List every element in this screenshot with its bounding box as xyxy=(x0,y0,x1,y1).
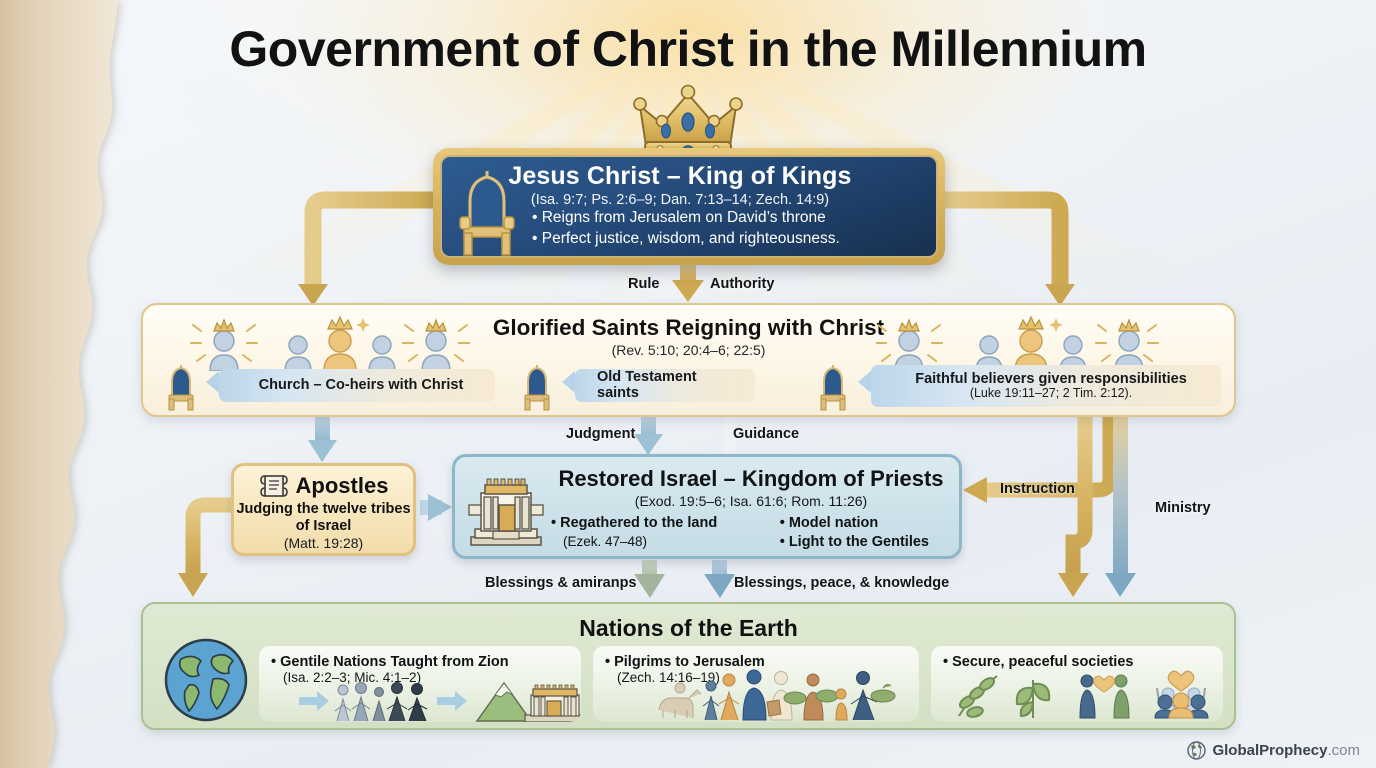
restored-israel-card[interactable]: Restored Israel – Kingdom of Priests (Ex… xyxy=(452,454,962,559)
throne-icon-faithful xyxy=(820,365,846,411)
apostles-subtitle: Judging the twelve tribes of Israel xyxy=(236,501,411,534)
pill-pointer-church xyxy=(206,371,219,393)
israel-bullet-1: • Regathered to the land (Ezek. 47–48) xyxy=(551,514,762,550)
throne-icon xyxy=(459,171,515,256)
nations-card-1-ref: (Isa. 2:2–3; Mic. 4:1–2) xyxy=(283,670,422,685)
israel-refs: (Exod. 19:5–6; Isa. 61:6; Rom. 11:26) xyxy=(634,493,868,509)
parchment-edge-decoration xyxy=(0,0,118,768)
arrow-label-judgment: Judgment xyxy=(566,426,636,442)
pilgrims-to-zion-icons xyxy=(299,681,581,722)
globe-icon xyxy=(164,638,248,722)
throne-icon-church xyxy=(168,365,194,411)
nations-card-2[interactable]: • Pilgrims to Jerusalem (Zech. 14:16–19) xyxy=(593,646,919,722)
israel-bullet-2: • Model nation xyxy=(779,515,879,531)
peace-society-icons xyxy=(958,670,1209,719)
nations-card-1[interactable]: • Gentile Nations Taught from Zion (Isa.… xyxy=(259,646,581,722)
apostles-ref: (Matt. 19:28) xyxy=(283,535,364,552)
pilgrim-caravan-icons xyxy=(658,669,896,721)
nations-of-the-earth-panel[interactable]: Nations of the Earth • Gentile Nations T… xyxy=(141,602,1236,730)
pill-church-label: Church – Co-heirs with Christ xyxy=(258,376,464,393)
saints-refs: (Rev. 5:10; 20:4–6; 22:5) xyxy=(611,342,766,358)
arrow-label-blessings-left: Blessings & amiranps xyxy=(485,575,637,591)
pill-church[interactable]: Church – Co-heirs with Christ xyxy=(219,369,495,402)
temple-icon xyxy=(468,478,544,546)
king-card-title: Jesus Christ – King of Kings xyxy=(508,162,852,191)
page-title: Government of Christ in the Millennium xyxy=(229,21,1147,77)
nations-card-3[interactable]: • Secure, peaceful societies xyxy=(931,646,1223,722)
saints-title: Glorified Saints Reigning with Christ xyxy=(492,315,885,340)
arrow-label-guidance: Guidance xyxy=(733,426,800,442)
king-bullet-2: • Perfect justice, wisdom, and righteous… xyxy=(532,229,840,247)
king-card-refs: (Isa. 9:7; Ps. 2:6–9; Dan. 7:13–14; Zech… xyxy=(530,191,830,208)
crowned-saint-figures-left xyxy=(190,315,470,371)
crowned-saint-figures-right xyxy=(876,315,1159,371)
israel-bullets-right: • Model nation • Light to the Gentiles xyxy=(780,514,961,551)
arrow-label-blessings-right: Blessings, peace, & knowledge xyxy=(734,575,950,591)
footer-brand[interactable]: GlobalProphecy.com xyxy=(1187,741,1360,760)
jesus-christ-king-of-kings-card[interactable]: Jesus Christ – King of Kings (Isa. 9:7; … xyxy=(433,148,945,265)
glorified-saints-panel[interactable]: Glorified Saints Reigning with Christ (R… xyxy=(141,303,1236,417)
arrow-label-authority: Authority xyxy=(710,276,775,292)
footer-brand-text: GlobalProphecy.com xyxy=(1212,742,1360,759)
nations-card-2-ref: (Zech. 14:16–19) xyxy=(617,670,720,685)
king-bullet-1: • Reigns from Jerusalem on David’s thron… xyxy=(532,208,826,226)
israel-bullet-1-ref: (Ezek. 47–48) xyxy=(563,533,648,549)
arrow-label-instruction: Instruction xyxy=(1000,481,1075,497)
pill-ot-label: Old Testament saints xyxy=(597,369,697,401)
apostles-title: Apostles xyxy=(295,473,389,498)
apostles-card[interactable]: Apostles Judging the twelve tribes of Is… xyxy=(231,463,416,556)
nations-title: Nations of the Earth xyxy=(579,615,798,641)
arrow-label-ministry: Ministry xyxy=(1155,500,1211,516)
pill-old-testament-saints[interactable]: Old Testament saints xyxy=(575,369,755,402)
pill-faithful-label: Faithful believers given responsibilitie… xyxy=(915,370,1187,387)
pill-faithful-ref: (Luke 19:11–27; 2 Tim. 2:12). xyxy=(969,386,1133,401)
arrow-label-rule: Rule xyxy=(628,276,660,292)
israel-bullets-left: • Regathered to the land (Ezek. 47–48) xyxy=(551,514,762,551)
israel-title: Restored Israel – Kingdom of Priests xyxy=(558,466,944,491)
pill-pointer-faithful xyxy=(858,371,871,393)
scroll-icon xyxy=(259,475,288,497)
globe-icon xyxy=(1187,741,1207,760)
pill-faithful-believers[interactable]: Faithful believers given responsibilitie… xyxy=(871,365,1221,407)
israel-bullet-3: • Light to the Gentiles xyxy=(779,533,929,550)
nations-card-2-head: • Pilgrims to Jerusalem xyxy=(605,654,765,670)
nations-card-3-head: • Secure, peaceful societies xyxy=(943,654,1134,670)
pill-pointer-ot xyxy=(562,371,575,393)
throne-icon-ot xyxy=(524,365,550,411)
nations-card-1-head: • Gentile Nations Taught from Zion xyxy=(271,654,509,670)
